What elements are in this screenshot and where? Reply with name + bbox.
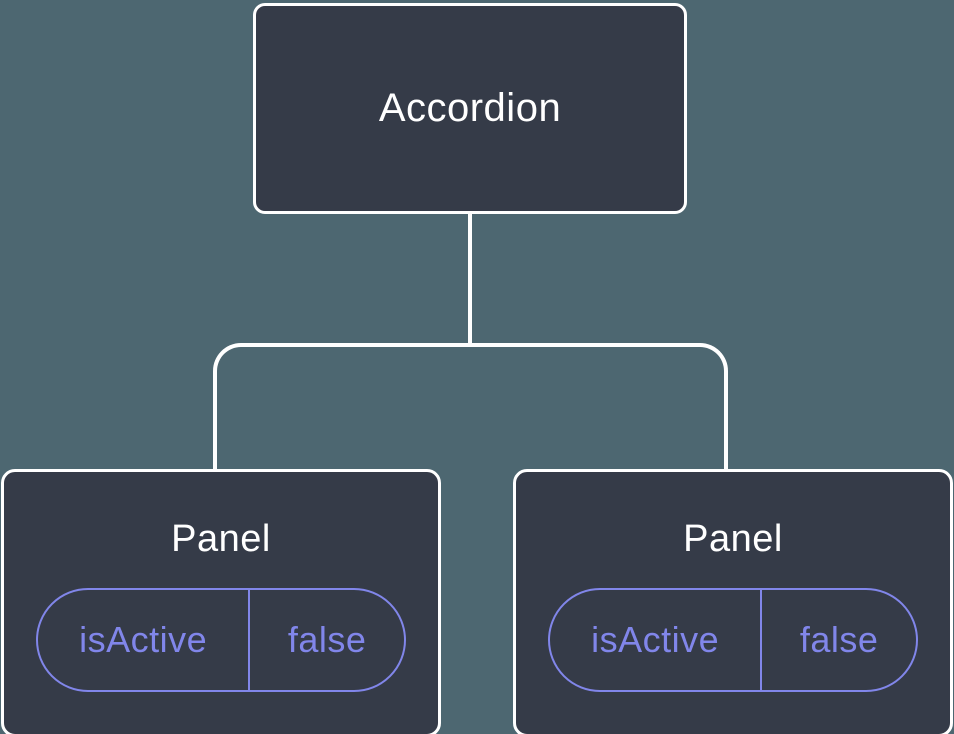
state-pill: isActive false	[36, 588, 406, 692]
panel-node-label: Panel	[683, 518, 783, 560]
component-node-accordion: Accordion	[253, 3, 687, 214]
accordion-node-label: Accordion	[378, 86, 562, 130]
state-value-label: false	[799, 619, 879, 660]
panel-node-label: Panel	[171, 518, 271, 560]
connector-branch-lines	[213, 343, 728, 469]
state-value-label: false	[287, 619, 367, 660]
state-name-label: isActive	[550, 590, 763, 690]
state-name-label: isActive	[38, 590, 251, 690]
state-pill: isActive false	[548, 588, 918, 692]
component-node-panel-right: Panel isActive false	[513, 469, 953, 734]
component-node-panel-left: Panel isActive false	[1, 469, 441, 734]
connector-stem-line	[468, 213, 472, 347]
